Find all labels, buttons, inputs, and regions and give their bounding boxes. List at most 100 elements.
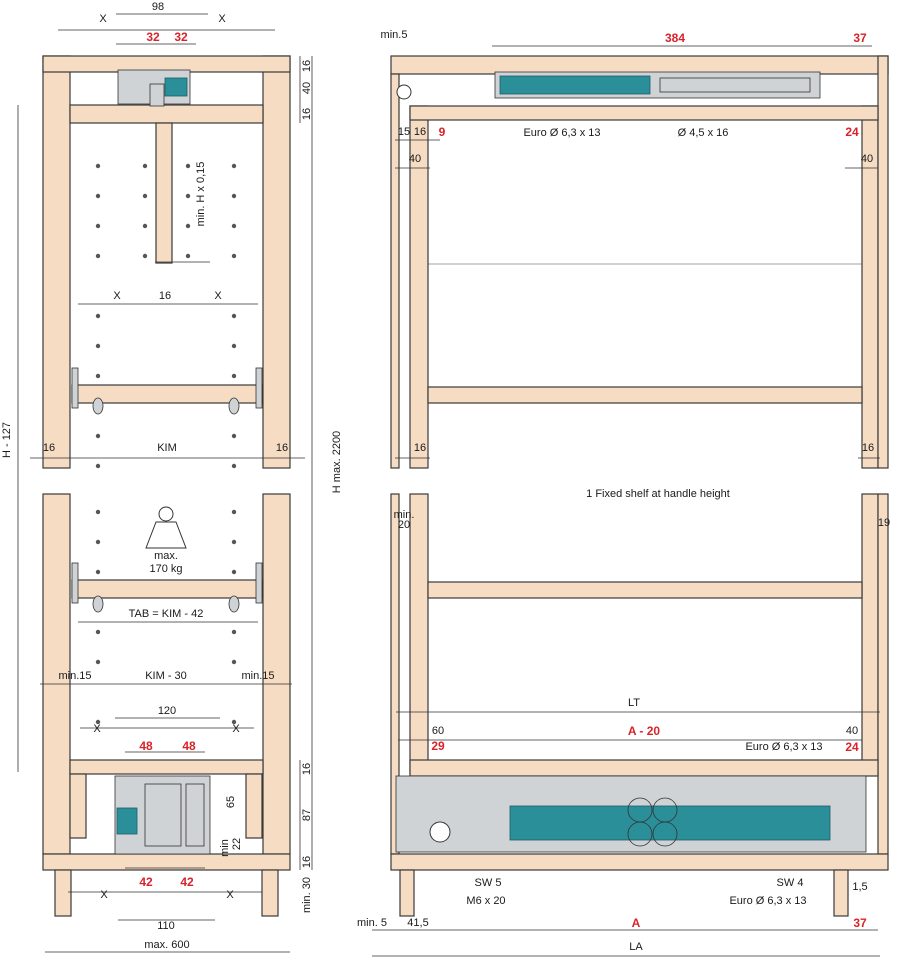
dim-40-top: 40 xyxy=(301,82,313,94)
dim-a: A xyxy=(632,916,641,930)
dim-x-top-right: X xyxy=(218,13,226,25)
dim-16-right-mid-right: 16 xyxy=(862,442,874,454)
label-m6: M6 x 20 xyxy=(466,895,505,907)
dim-24-top: 24 xyxy=(845,125,859,139)
dim-98: 98 xyxy=(152,1,164,13)
dim-42-left: 42 xyxy=(139,875,153,889)
dim-32-left: 32 xyxy=(146,30,160,44)
dim-32-right: 32 xyxy=(174,30,188,44)
dim-19: 19 xyxy=(878,517,890,529)
support-right-lower xyxy=(255,562,263,604)
dim-16-right-top: 16 xyxy=(414,126,426,138)
dim-87: 87 xyxy=(301,809,313,821)
roller-top xyxy=(396,84,412,100)
dim-16-low: 16 xyxy=(301,763,313,775)
dim-min20-b: 20 xyxy=(398,519,410,531)
left-edge-upper xyxy=(390,73,400,469)
load-max: max. xyxy=(154,550,178,562)
dim-h-max: H max. 2200 xyxy=(331,431,343,493)
dim-24-low: 24 xyxy=(845,740,859,754)
dim-x-low-right: X xyxy=(232,723,240,735)
dim-110: 110 xyxy=(157,920,175,932)
right-foot xyxy=(261,869,279,917)
dim-x-top-left: X xyxy=(99,13,107,25)
left-side-panel-lower xyxy=(42,493,71,855)
dim-40-low: 40 xyxy=(846,725,858,737)
label-screw-top: Ø 4,5 x 16 xyxy=(678,127,729,139)
dim-lt: LT xyxy=(628,697,640,709)
dim-x-low-left: X xyxy=(93,723,101,735)
dim-16-top-b: 16 xyxy=(301,108,313,120)
lower-crossbar xyxy=(409,759,879,777)
upper-rail xyxy=(69,104,264,124)
dim-min: min xyxy=(219,839,231,857)
dim-min5-b: min. 5 xyxy=(357,917,387,929)
dim-min20-a: min. xyxy=(394,509,415,521)
lower-right-block xyxy=(245,773,263,839)
dim-16-right-mid-left: 16 xyxy=(414,442,426,454)
dim-x-bot-left: X xyxy=(100,889,108,901)
dim-29: 29 xyxy=(431,739,445,753)
dim-16-mid: 16 xyxy=(159,290,171,302)
dim-x-bot-right: X xyxy=(226,889,234,901)
bottom-slide xyxy=(395,775,867,853)
upper-crossbar xyxy=(409,105,879,121)
left-foot xyxy=(54,869,72,917)
right-edge-lower xyxy=(877,493,889,855)
hole-pattern xyxy=(95,163,237,725)
dim-la: LA xyxy=(629,941,643,953)
support-left-lower xyxy=(71,562,79,604)
label-sw4: SW 4 xyxy=(777,877,804,889)
weight-icon xyxy=(145,506,187,549)
left-side-panel-upper xyxy=(42,55,71,469)
dim-kim30: KIM - 30 xyxy=(145,670,187,682)
dim-x-mid-left: X xyxy=(113,290,121,302)
base-foot-right xyxy=(833,869,849,917)
dim-41-5: 41,5 xyxy=(407,917,428,929)
dim-a-20: A - 20 xyxy=(628,724,661,738)
lower-left-block xyxy=(69,773,87,839)
shelf-note: 1 Fixed shelf at handle height xyxy=(586,488,730,500)
lower-rail xyxy=(69,759,264,775)
dim-1-5: 1,5 xyxy=(852,881,867,893)
label-sw5: SW 5 xyxy=(475,877,502,889)
label-euro-top: Euro Ø 6,3 x 13 xyxy=(523,127,600,139)
dim-16-side-left: 16 xyxy=(43,442,55,454)
right-view: min.5 384 37 15 16 9 Euro Ø 6,3 x 13 Ø 4… xyxy=(357,29,890,957)
center-divider xyxy=(155,122,173,264)
dim-min30: min. 30 xyxy=(301,877,313,913)
dim-65: 65 xyxy=(225,796,237,808)
dim-22: 22 xyxy=(231,838,243,850)
dim-min15-left: min.15 xyxy=(58,670,91,682)
dim-42-right: 42 xyxy=(180,875,194,889)
dim-60: 60 xyxy=(432,725,444,737)
label-euro-low: Euro Ø 6,3 x 13 xyxy=(745,741,822,753)
dim-16-bottom: 16 xyxy=(301,856,313,868)
dim-48-left: 48 xyxy=(139,739,153,753)
dim-max600: max. 600 xyxy=(144,939,189,951)
dim-40-left: 40 xyxy=(409,153,421,165)
base-foot-left xyxy=(399,869,415,917)
left-view: 98 X X 32 32 16 40 16 min. H x 0,15 X 16… xyxy=(1,1,343,953)
dim-384: 384 xyxy=(665,31,685,45)
dim-tab: TAB = KIM - 42 xyxy=(129,608,204,620)
dim-min15-right: min.15 xyxy=(241,670,274,682)
right-shelf-lower xyxy=(427,581,863,599)
dim-min5: min.5 xyxy=(381,29,408,41)
right-side-panel-upper xyxy=(262,55,291,469)
dim-16-top: 16 xyxy=(301,60,313,72)
dim-37-bot: 37 xyxy=(853,916,867,930)
support-left-upper xyxy=(71,367,79,409)
bottom-mechanism xyxy=(114,775,211,855)
dim-15: 15 xyxy=(398,126,410,138)
top-slide xyxy=(494,71,821,99)
dim-16-side-right: 16 xyxy=(276,442,288,454)
top-panel xyxy=(42,55,291,73)
dim-min-h: min. H x 0,15 xyxy=(195,162,207,227)
right-side-panel-lower xyxy=(262,493,291,855)
left-post-lower xyxy=(409,493,429,775)
dim-40-right: 40 xyxy=(861,153,873,165)
dim-x-mid-right: X xyxy=(214,290,222,302)
